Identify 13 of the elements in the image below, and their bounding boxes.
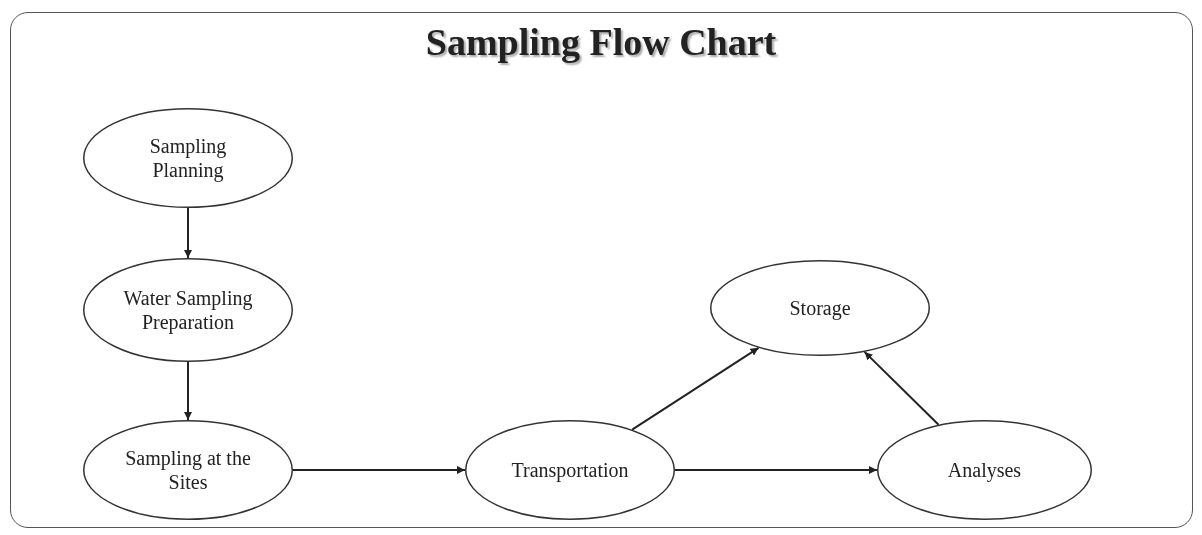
arrow bbox=[184, 207, 192, 259]
node-label: Water Sampling Preparation bbox=[123, 286, 253, 334]
arrow bbox=[292, 466, 466, 474]
arrow bbox=[184, 361, 192, 421]
node-label: Sampling at the Sites bbox=[124, 446, 252, 494]
chart-title: Sampling Flow Chart bbox=[425, 21, 777, 63]
arrow bbox=[863, 350, 940, 426]
arrow bbox=[674, 466, 878, 474]
node-label: Sampling Planning bbox=[148, 134, 228, 182]
node-label: Storage bbox=[789, 296, 851, 320]
arrow bbox=[631, 346, 760, 431]
node-label: Transportation bbox=[511, 458, 629, 482]
node-label: Analyses bbox=[947, 458, 1022, 482]
